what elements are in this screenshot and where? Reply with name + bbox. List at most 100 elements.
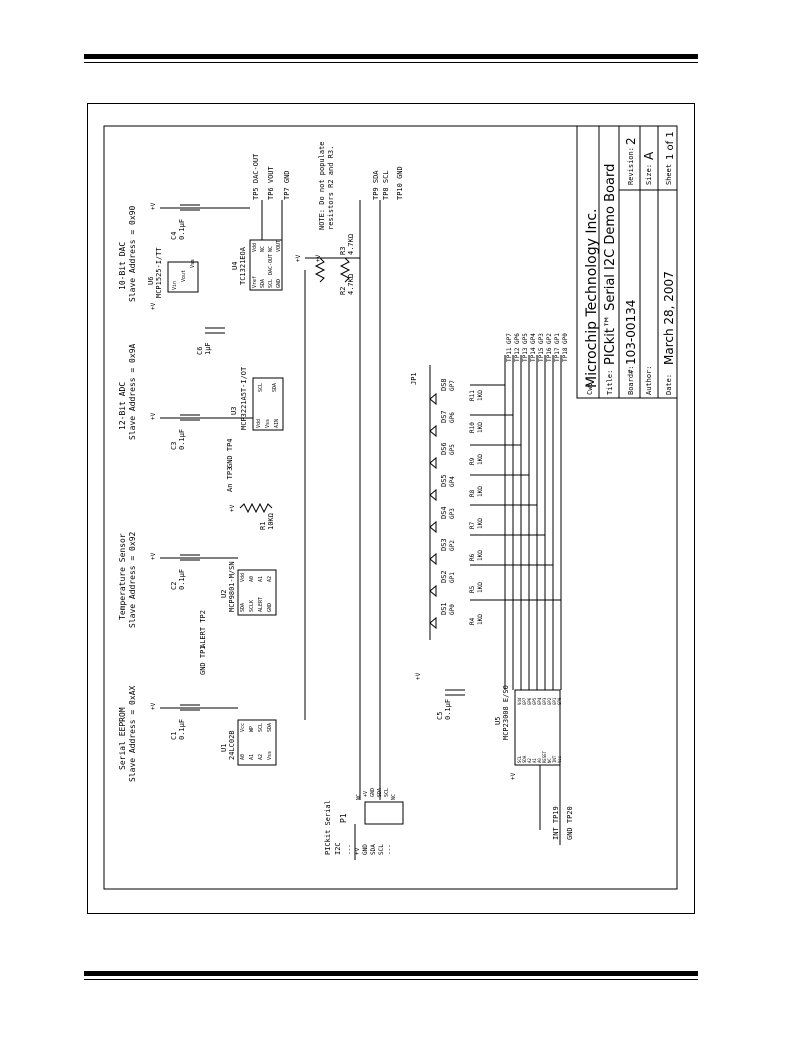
u5-pin-right: GP7 <box>522 697 527 705</box>
title-block-sheet: 1 of 1 <box>665 131 676 160</box>
led-resistor-ref: R6 <box>469 553 476 561</box>
led-resistor-ref: R11 <box>469 390 476 401</box>
section-dac-line1: 10-Bit DAC <box>118 242 127 290</box>
led-symbol <box>429 552 437 566</box>
u4-name: TC1321EOA <box>239 246 247 285</box>
r1-value: 10KΩ <box>267 513 275 530</box>
testpoint-gp-label: TP15 GP3 <box>538 333 545 362</box>
pickit-pin-label: --- <box>346 844 353 855</box>
testpoint-label: TP6 VOUT <box>267 165 275 200</box>
r3-ref: R3 <box>339 247 347 255</box>
r2-ref: R2 <box>339 287 347 295</box>
led-resistor-value: 1KΩ <box>477 454 484 465</box>
u2-pin-right: A0 <box>249 576 255 582</box>
u2-pin-right: A1 <box>258 576 264 582</box>
section-eeprom-line2: Slave Address = 0xAX <box>128 685 137 782</box>
led-net: GP4 <box>449 476 456 487</box>
r2-value: 4.7KΩ <box>347 274 355 295</box>
title-block-date: March 28, 2007 <box>662 271 676 365</box>
testpoint-gp-label: TP16 GP2 <box>546 333 553 362</box>
u2-pin-left: SDA <box>240 603 246 612</box>
section-adc-line2: Slave Address = 0x9A <box>128 343 137 440</box>
u5-pin-left: A2 <box>527 758 532 763</box>
u5-pin-left: A0 <box>537 758 542 763</box>
vplus-symbol: +V <box>150 702 157 710</box>
tp2-label: ALERT TP2 <box>199 610 207 648</box>
note-line2: resistors R2 and R3. <box>327 146 335 230</box>
testpoint-gp-label: TP13 GP5 <box>522 333 529 362</box>
u4-pin-right: Vdd <box>252 243 258 252</box>
p1-ref: P1 <box>339 813 348 823</box>
vplus-symbol: +V <box>150 202 157 210</box>
led-ref: DS5 <box>440 474 448 487</box>
footer-rule-thin <box>84 979 698 980</box>
led-ref: DS6 <box>440 442 448 455</box>
u4-pin-left: SDA <box>260 279 266 288</box>
vplus-symbol: +V <box>150 302 157 310</box>
led-resistor-ref: R5 <box>469 585 476 593</box>
cap-value: 0.1µF <box>178 719 186 740</box>
vplus-symbol: +V <box>315 254 322 262</box>
vplus-symbol: +V <box>415 672 422 680</box>
cap-ref: C3 <box>170 442 178 450</box>
title-block-revision-label: Revision: <box>627 147 635 185</box>
figure-frame <box>87 103 695 914</box>
p1-pin: +V <box>363 791 369 797</box>
title-block-author-label: Author: <box>645 365 653 395</box>
u3-body <box>252 377 284 431</box>
led-net: GP2 <box>449 540 456 551</box>
testpoint-gp-label: TP14 GP4 <box>530 333 537 362</box>
u4-pin-left: GND <box>276 279 282 288</box>
u3-name: MCP3221A5T-I/OT <box>240 366 248 430</box>
led-resistor-ref: R10 <box>469 422 476 433</box>
led-ref: DS1 <box>440 602 448 615</box>
title-block-size-label: Size: <box>645 164 653 185</box>
title-block-title-label: Title: <box>606 370 614 395</box>
title-block-date-label: Date: <box>665 374 673 395</box>
u6-pin: Vout <box>181 270 187 282</box>
led-net: GP6 <box>449 412 456 423</box>
u1-pin-right: Vcc <box>240 723 246 732</box>
u5-pin-right: GP2 <box>547 697 552 705</box>
u2-pin-left: GND <box>267 603 273 612</box>
led-symbol <box>429 392 437 406</box>
cap-ref: C1 <box>170 732 178 740</box>
u4-pin-left: SCL <box>268 279 274 288</box>
p1-pin: NC <box>356 794 362 800</box>
u4-pin-right: NC <box>260 246 266 252</box>
pickit-pin-label: GND <box>362 844 369 855</box>
testpoint-label: TP5 DAC-OUT <box>252 153 260 200</box>
p1-body <box>364 801 404 825</box>
jumper-ref: JP1 <box>410 372 418 385</box>
led-resistor-value: 1KΩ <box>477 486 484 497</box>
u5-pin-left: INT <box>552 755 557 763</box>
cap-value: 0.1µF <box>444 699 452 720</box>
title-block-board: 103-00134 <box>624 300 638 365</box>
u1-pin-left: A2 <box>258 754 264 760</box>
u5-name: MCP23008 E/SO <box>502 685 510 740</box>
u4-pin-right: VOUT <box>276 240 282 252</box>
u4-pin-right: NC <box>268 246 274 252</box>
vplus-symbols: +V+V+V+V+V+V+V+V+V+V <box>150 202 517 780</box>
u1-pin-right: SDA <box>267 723 273 732</box>
led-net: GP1 <box>449 572 456 583</box>
u6-ref: U6 <box>147 277 155 285</box>
led-resistor-ref: R8 <box>469 489 476 497</box>
testpoint-label: TP8 SCL <box>382 170 390 200</box>
u6-pin: Vin <box>172 281 178 290</box>
led-ref: DS8 <box>440 378 448 391</box>
led-resistor-value: 1KΩ <box>477 582 484 593</box>
pickit-pin-label: --- <box>386 844 393 855</box>
cap-ref: C6 <box>196 347 204 355</box>
testpoint-label: TP10 GND <box>396 166 404 200</box>
pickit-pin-label: SDA <box>370 844 377 855</box>
led-resistor-value: 1KΩ <box>477 390 484 401</box>
tp4-label: GND TP4 <box>226 438 234 468</box>
vplus-symbol: +V <box>150 552 157 560</box>
u5-pin-right: GP4 <box>537 697 542 705</box>
